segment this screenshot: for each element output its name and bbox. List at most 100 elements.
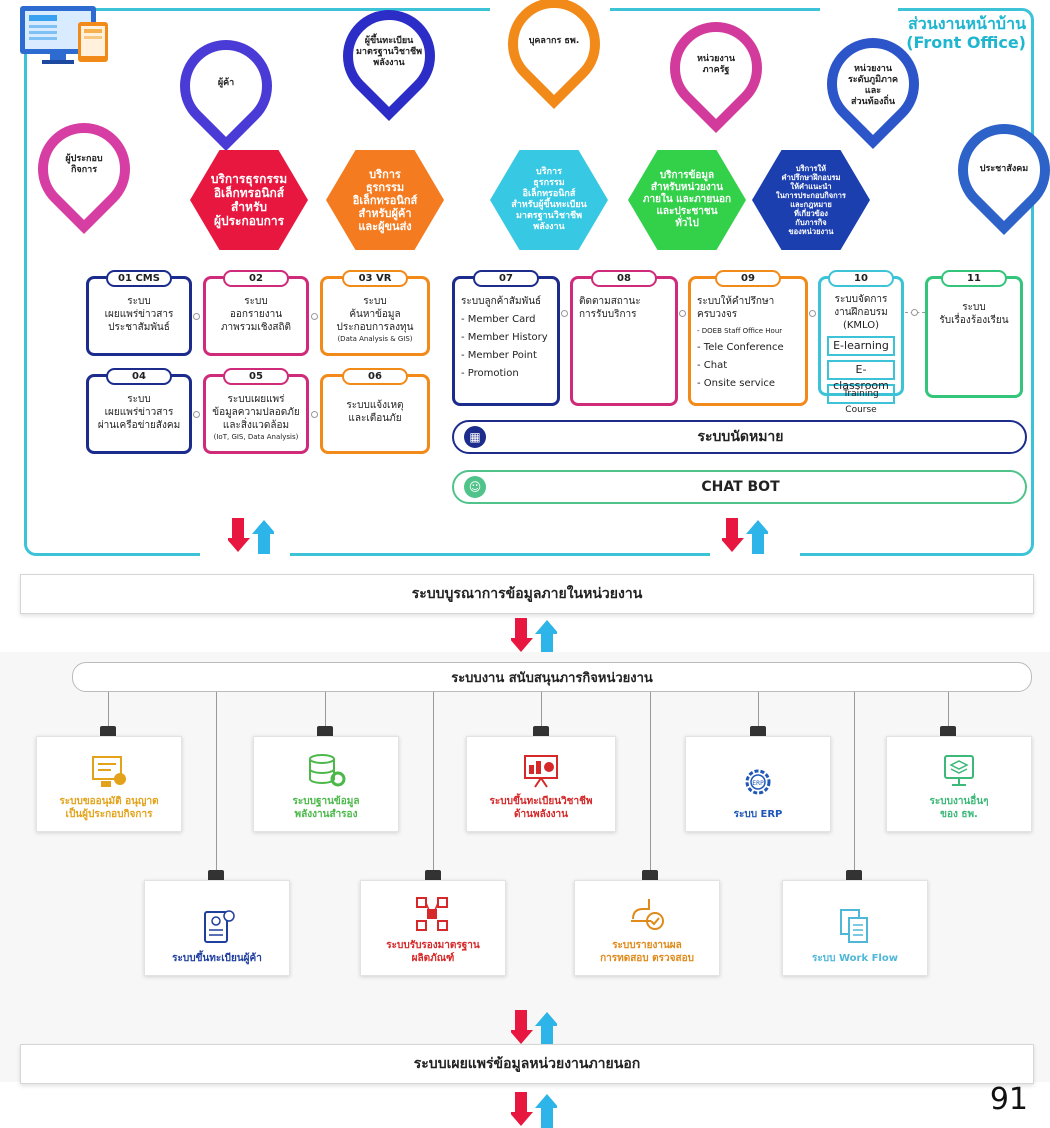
appointment-label: ระบบนัดหมาย <box>697 429 784 445</box>
hanger-line <box>325 692 326 736</box>
module-05-note: (IoT, GIS, Data Analysis) <box>213 433 299 441</box>
module-07-line: - Member History <box>461 332 548 343</box>
sync-arrows-icon <box>511 1092 557 1128</box>
module-06-tag: 06 <box>342 368 408 385</box>
chatbot-bar[interactable]: ☺ CHAT BOT <box>452 470 1027 504</box>
connector-dot <box>561 310 568 317</box>
hanger-line <box>108 692 109 736</box>
appointment-system-bar[interactable]: ▦ ระบบนัดหมาย <box>452 420 1027 454</box>
frame-gap <box>820 4 898 14</box>
support-systems-bar: ระบบงาน สนับสนุนภารกิจหน่วยงาน <box>72 662 1032 692</box>
connector-dot <box>679 310 686 317</box>
module-01-line: ประชาสัมพันธ์ <box>108 322 170 333</box>
module-04-tag: 04 <box>106 368 172 385</box>
frame-gap <box>200 550 290 560</box>
erp-gear-icon: ERP <box>745 769 771 795</box>
module-10-training[interactable]: 10 ระบบจัดการ งานฝึกอบรม (KMLO) E-learni… <box>818 270 904 415</box>
module-04-line: เผยแพร่ข่าวสาร <box>104 407 174 418</box>
module-07-line: - Member Point <box>461 350 537 361</box>
module-03-note: (Data Analysis & GIS) <box>337 335 413 343</box>
external-publish-bar: ระบบเผยแพร่ข้อมูลหน่วยงานภายนอก <box>20 1044 1034 1084</box>
chatbot-label: CHAT BOT <box>701 479 780 495</box>
card-workflow-label: ระบบ Work Flow <box>812 953 898 964</box>
module-07-line: - Promotion <box>461 368 519 379</box>
module-03-tag: 03 VR <box>342 270 408 287</box>
internal-integration-bar: ระบบบูรณาการข้อมูลภายในหน่วยงาน <box>20 574 1034 614</box>
database-gear-icon <box>309 754 346 787</box>
e-learning-button[interactable]: E-learning <box>827 336 895 356</box>
sync-arrows-icon <box>722 518 768 554</box>
card-test-report[interactable]: ระบบรายงานผล การทดสอบ ตรวจสอบ <box>574 880 720 976</box>
module-07-crm[interactable]: 07 ระบบลูกค้าสัมพันธ์ - Member Card - Me… <box>452 270 560 406</box>
module-02-tag: 02 <box>223 270 289 287</box>
module-07-line: ระบบลูกค้าสัมพันธ์ <box>461 296 542 307</box>
module-08-tracking[interactable]: 08 ติดตามสถานะ การรับบริการ <box>570 270 678 406</box>
hanger-line <box>216 692 217 870</box>
module-09-item: - Chat <box>697 360 728 371</box>
pin-registrant-label: ผู้ขึ้นทะเบียน มาตรฐานวิชาชีพ พลังงาน <box>355 36 423 68</box>
sync-arrows-icon <box>511 618 557 654</box>
module-11-line: รับเรื่องร้องเรียน <box>939 315 1009 326</box>
presentation-icon <box>524 755 558 788</box>
card-license-approval[interactable]: ระบบขออนุมัติ อนุญาต เป็นผู้ประกอบกิจการ <box>36 736 182 832</box>
module-04-social[interactable]: 04 ระบบ เผยแพร่ข่าวสาร ผ่านเครือข่ายสังค… <box>86 368 192 454</box>
card-workflow[interactable]: ระบบ Work Flow <box>782 880 928 976</box>
module-08-tag: 08 <box>591 270 657 287</box>
card-erp[interactable]: ERP ระบบ ERP <box>685 736 831 832</box>
sync-arrows-icon <box>228 518 274 554</box>
card-product-standard[interactable]: ระบบรับรองมาตรฐาน ผลิตภัณฑ์ <box>360 880 506 976</box>
card-professional-registration-label: ระบบขึ้นทะเบียนวิชาชีพ ด้านพลังงาน <box>489 796 593 820</box>
module-03-line: ประกอบการลงทุน <box>336 322 414 333</box>
card-product-standard-label: ระบบรับรองมาตรฐาน ผลิตภัณฑ์ <box>386 940 480 964</box>
card-trader-registration[interactable]: ระบบขึ้นทะเบียนผู้ค้า <box>144 880 290 976</box>
hanger-line <box>541 692 542 736</box>
card-professional-registration[interactable]: ระบบขึ้นทะเบียนวิชาชีพ ด้านพลังงาน <box>466 736 616 832</box>
binder-clip-icon <box>100 726 116 736</box>
module-03-line: ค้นหาข้อมูล <box>349 309 401 320</box>
binder-clip-icon <box>642 870 658 880</box>
hand-check-icon <box>631 899 664 930</box>
module-05-safety[interactable]: 05 ระบบเผยแพร่ ข้อมูลความปลอดภัย และสิ่ง… <box>203 368 309 454</box>
module-11-tag: 11 <box>941 270 1007 287</box>
training-course-button[interactable]: Training Course <box>827 384 895 415</box>
workflow-docs-icon <box>840 909 868 943</box>
module-05-line: ข้อมูลความปลอดภัย <box>212 407 300 418</box>
module-09-line: ระบบให้คำปรึกษา <box>697 296 775 307</box>
module-10-line: (KMLO) <box>842 320 880 331</box>
pin-government-label: หน่วยงาน ภาครัฐ <box>696 54 735 75</box>
module-05-line: และสิ่งแวดล้อม <box>222 420 290 431</box>
card-other-systems[interactable]: ระบบงานอื่นๆ ของ ธพ. <box>886 736 1032 832</box>
pin-local-agency-label: หน่วยงาน ระดับภูมิภาค และ ส่วนท้องถิ่น <box>847 64 899 107</box>
module-07-tag: 07 <box>473 270 539 287</box>
module-09-consult[interactable]: 09 ระบบให้คำปรึกษา ครบวงจร - DOEB Staff … <box>688 270 808 406</box>
e-classroom-button[interactable]: E-classroom <box>827 360 895 392</box>
module-04-line: ระบบ <box>127 394 151 405</box>
card-license-approval-label: ระบบขออนุมัติ อนุญาต เป็นผู้ประกอบกิจการ <box>59 796 159 820</box>
card-other-systems-label: ระบบงานอื่นๆ ของ ธพ. <box>929 796 989 820</box>
module-02-report[interactable]: 02 ระบบ ออกรายงาน ภาพรวมเชิงสถิติ <box>203 270 309 356</box>
front-office-title-en: (Front Office) <box>906 33 1026 52</box>
hanger-line <box>433 692 434 870</box>
card-reserve-database-label: ระบบฐานข้อมูล พลังงานสำรอง <box>292 796 360 820</box>
module-02-line: ระบบ <box>244 296 268 307</box>
module-01-cms[interactable]: 01 CMS ระบบ เผยแพร่ข่าวสาร ประชาสัมพันธ์ <box>86 270 192 356</box>
module-09-tag: 09 <box>715 270 781 287</box>
module-03-vr[interactable]: 03 VR ระบบ ค้นหาข้อมูล ประกอบการลงทุน (D… <box>320 270 430 356</box>
module-01-line: เผยแพร่ข่าวสาร <box>104 309 174 320</box>
module-11-complaint[interactable]: 11 ระบบ รับเรื่องร้องเรียน <box>925 270 1023 398</box>
module-02-line: ภาพรวมเชิงสถิติ <box>220 322 292 333</box>
hanger-line <box>758 692 759 736</box>
card-trader-registration-label: ระบบขึ้นทะเบียนผู้ค้า <box>172 953 262 964</box>
module-04-line: ผ่านเครือข่ายสังคม <box>97 420 181 431</box>
frame-gap <box>710 550 800 560</box>
module-08-line: การรับบริการ <box>579 309 637 320</box>
front-office-title-th: ส่วนงานหน้าบ้าน <box>908 14 1026 33</box>
connector-dot <box>311 411 318 418</box>
module-06-line: ระบบแจ้งเหตุ <box>346 400 404 411</box>
card-reserve-database[interactable]: ระบบฐานข้อมูล พลังงานสำรอง <box>253 736 399 832</box>
module-06-line: และเตือนภัย <box>348 413 402 424</box>
connector-dot <box>193 313 200 320</box>
card-test-report-label: ระบบรายงานผล การทดสอบ ตรวจสอบ <box>600 940 694 964</box>
sync-arrows-icon <box>511 1010 557 1046</box>
module-06-alert[interactable]: 06 ระบบแจ้งเหตุ และเตือนภัย <box>320 368 430 454</box>
